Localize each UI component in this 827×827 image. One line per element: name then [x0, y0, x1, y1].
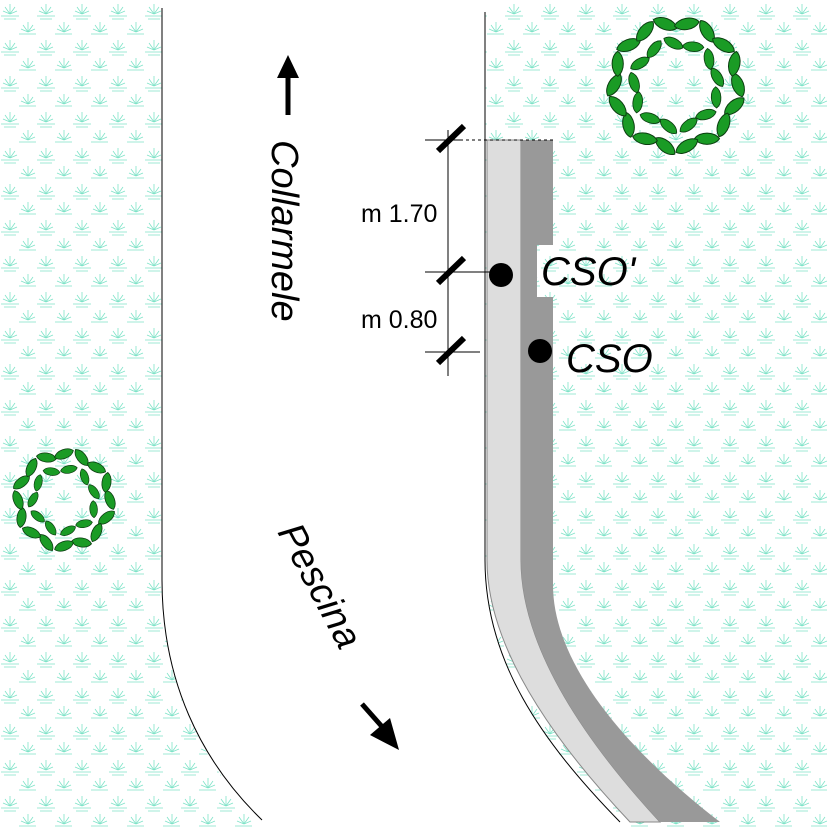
shrub-leaf — [27, 491, 39, 508]
shrub-leaf — [710, 67, 724, 87]
dimension-line — [425, 123, 500, 376]
shrub-leaf — [42, 467, 61, 476]
shrub-leaf — [54, 448, 74, 460]
shrub-leaf — [628, 71, 640, 94]
point-cso-prime-label: CSO' — [541, 250, 637, 294]
road-edge-right — [484, 12, 621, 823]
shrub-leaf — [60, 525, 76, 536]
shrub-leaf — [90, 523, 103, 542]
direction-label-south: Pescina — [269, 517, 370, 656]
shrub-leaf — [679, 117, 698, 133]
shrub-leaf — [636, 21, 654, 42]
grass-right — [485, 0, 827, 827]
shrub-leaf — [104, 490, 116, 510]
shrub-leaf — [88, 484, 100, 499]
shrub-leaf — [33, 474, 43, 492]
shrub-icon — [12, 448, 116, 552]
arrow-down-right-icon — [360, 702, 399, 750]
shrub-leaf — [639, 112, 661, 124]
point-cso-prime-marker — [489, 263, 513, 287]
shrub-leaf — [663, 36, 684, 50]
shrub-leaf — [659, 118, 678, 134]
shrub-leaf — [22, 526, 41, 539]
dimension-label-lower: m 0.80 — [361, 306, 437, 334]
shrub-leaf — [608, 96, 627, 117]
shrub-leaf — [731, 72, 745, 98]
shrub-leaf — [675, 138, 699, 154]
shrub-leaf — [25, 458, 38, 477]
shrub-leaf — [712, 37, 735, 53]
shrub-leaf — [646, 40, 662, 58]
shrub-leaf — [632, 91, 643, 114]
shrub-leaf — [45, 520, 57, 536]
shrub-leaf — [703, 47, 715, 71]
shrub-leaf — [611, 50, 624, 77]
direction-label-north: Collarmele — [263, 140, 305, 322]
shrub-leaf — [12, 490, 24, 510]
grass-left — [0, 0, 262, 827]
shrub-leaf — [682, 41, 705, 52]
shrub-leaf — [75, 519, 93, 529]
shrub-leaf — [673, 17, 700, 31]
point-cso-marker — [528, 339, 552, 363]
shrub-leaf — [60, 465, 78, 474]
shrub-leaf — [630, 56, 650, 70]
dimension-label-upper: m 1.70 — [361, 200, 437, 228]
shrub-leaf — [727, 50, 741, 77]
shrub-leaf — [632, 132, 658, 146]
road-lane-strip — [521, 140, 720, 822]
point-cso-label: CSO — [566, 337, 653, 381]
shrub-leaf — [716, 112, 731, 138]
shrub-leaf — [54, 540, 74, 552]
shrub-leaf — [695, 109, 717, 121]
shrub-leaf — [693, 132, 721, 145]
shrub-leaf — [30, 510, 45, 523]
shrub-leaf — [89, 500, 98, 519]
road-edge-left — [161, 8, 263, 821]
shrub-leaf — [80, 468, 90, 486]
shrub-leaf — [710, 86, 722, 109]
shrub-leaf — [101, 472, 112, 493]
shrub-leaf — [87, 461, 106, 474]
shrub-icon — [606, 16, 745, 156]
arrow-up-icon — [277, 55, 299, 115]
